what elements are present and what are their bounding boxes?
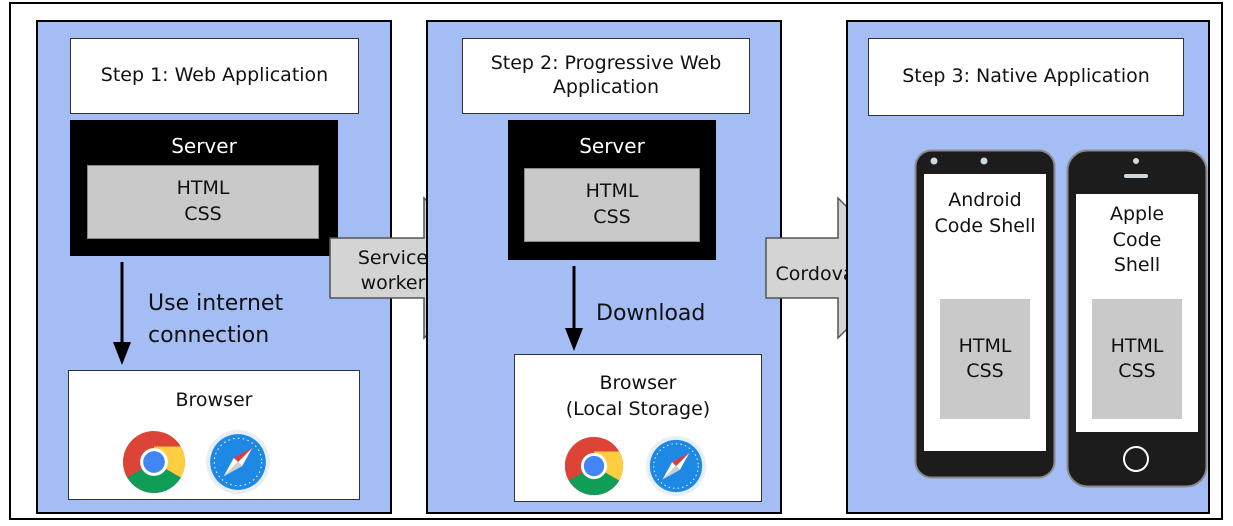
safari-icon [206, 430, 270, 494]
step-2-browser-label-2: (Local Storage) [565, 398, 711, 420]
step-1-caption-line-1: Use internet [148, 291, 284, 316]
home-button-icon [1123, 446, 1149, 472]
service-worker-label: Service worker [356, 246, 430, 295]
cordova-line-1: Cordova [775, 263, 855, 285]
step-2-title-box: Step 2: Progressive Web Application [462, 38, 750, 114]
apple-camera-dot [1133, 158, 1139, 164]
android-code-css: CSS [966, 360, 1004, 382]
step-1-connection-caption: Use internet connection [148, 288, 283, 352]
chrome-icon [123, 431, 185, 493]
step-1-server-title: Server [171, 134, 237, 158]
cordova-label: Cordova [770, 262, 860, 287]
step-1-title-box: Step 1: Web Application [70, 38, 359, 114]
step-1-browser-box: Browser [68, 370, 360, 500]
apple-label-line-1: Apple [1109, 203, 1165, 225]
step-2-caption-line-1: Download [596, 301, 706, 326]
apple-code-css: CSS [1118, 360, 1156, 382]
step-2-server: Server HTML CSS [508, 120, 716, 260]
android-label-line-1: Android [948, 189, 1022, 211]
android-label: Android Code Shell [924, 188, 1046, 239]
step-1-server-html: HTML [176, 177, 230, 200]
step-2-browser-label-1: Browser [599, 372, 677, 394]
apple-label-line-3: Shell [1113, 254, 1161, 277]
step-1-caption-line-2: connection [148, 322, 270, 348]
android-code-html: HTML [958, 335, 1012, 358]
step-3-panel: Step 3: Native Application Android Code … [846, 20, 1210, 514]
step-3-title-box: Step 3: Native Application [868, 38, 1184, 116]
step-1-title: Step 1: Web Application [100, 64, 329, 87]
chrome-icon [564, 436, 624, 496]
apple-code-box: HTML CSS [1092, 299, 1182, 419]
apple-speaker [1124, 174, 1148, 178]
step-2-connection-caption: Download [596, 298, 705, 330]
step-2-server-html: HTML [585, 180, 639, 203]
step-2-title-line-1: Step 2: Progressive Web [490, 52, 722, 75]
step-1-server-code: HTML CSS [87, 165, 319, 239]
step-1-server-css: CSS [184, 203, 222, 225]
android-sensor-dot [980, 157, 988, 165]
service-worker-line-1: Service [357, 247, 429, 269]
step-2-browser-box: Browser (Local Storage) [514, 354, 762, 502]
step-2-down-arrow [565, 266, 583, 351]
android-camera-dot [930, 157, 938, 165]
step-2-title-line-2: Application [552, 76, 660, 98]
step-2-server-code: HTML CSS [524, 168, 700, 242]
step-2-panel: Step 2: Progressive Web Application Serv… [426, 20, 782, 514]
android-code-box: HTML CSS [940, 299, 1030, 419]
apple-label: Apple Code Shell [1076, 202, 1198, 279]
apple-code-html: HTML [1110, 335, 1164, 358]
safari-icon [645, 435, 707, 497]
apple-label-line-2: Code [1112, 228, 1162, 251]
step-1-browser-label: Browser [175, 389, 253, 411]
step-1-down-arrow [113, 262, 131, 365]
step-2-server-title: Server [579, 134, 645, 158]
step-1-server: Server HTML CSS [70, 120, 338, 256]
service-worker-line-2: worker [360, 271, 426, 294]
step-1-panel: Step 1: Web Application Server HTML CSS … [36, 20, 392, 514]
step-3-title: Step 3: Native Application [902, 65, 1150, 88]
step-2-server-css: CSS [593, 206, 631, 228]
android-label-line-2: Code Shell [934, 214, 1036, 237]
